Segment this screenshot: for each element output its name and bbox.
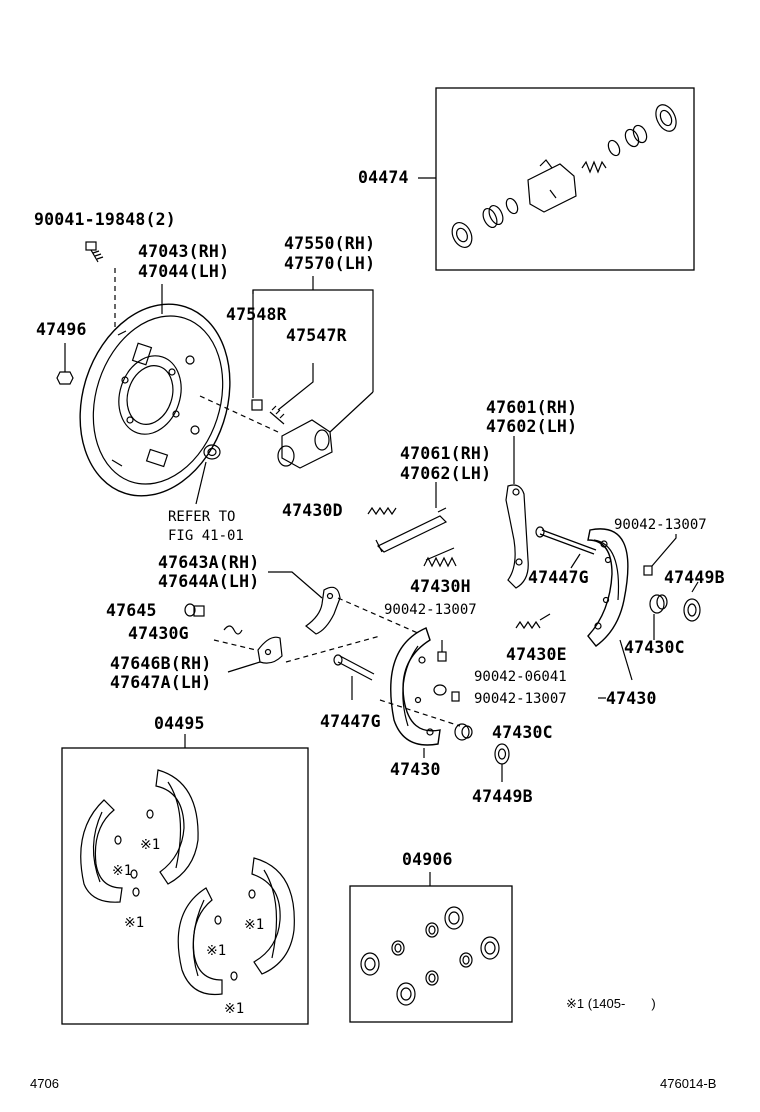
kit-mark: ※1 [244, 917, 265, 933]
label-47570: 47570(LH) [284, 254, 376, 273]
clip-center [437, 640, 447, 662]
clip-90042-13007-lower [451, 691, 460, 702]
dashed-leaders-left [114, 268, 279, 433]
label-47430-left: 47430 [390, 760, 441, 779]
nut-47496 [56, 371, 74, 385]
cup-47430c-left [454, 723, 473, 741]
kit-mark: ※1 [112, 863, 133, 879]
label-90042-b: 90042-13007 [384, 602, 477, 618]
label-47430c-left: 47430C [492, 723, 553, 742]
label-47430c-right: 47430C [624, 638, 685, 657]
label-47449b-right: 47449B [664, 568, 725, 587]
pin-47645 [184, 603, 205, 617]
label-47644a: 47644A(LH) [158, 572, 260, 591]
pin-47447g-right [535, 526, 597, 569]
footnote: ※1 (1405- ) [566, 996, 656, 1011]
spring-47430h [423, 547, 457, 568]
spring-47430g [223, 625, 243, 635]
label-47447g-left: 47447G [320, 712, 381, 731]
label-47430h: 47430H [410, 577, 471, 596]
adjuster-strut [375, 482, 448, 553]
kit-mark: ※1 [206, 943, 227, 959]
kit-mark: ※1 [140, 837, 161, 853]
label-47043: 47043(RH) [138, 242, 230, 261]
label-47061: 47061(RH) [400, 444, 492, 463]
wheel-cylinder-kit-box [418, 87, 695, 271]
label-47602: 47602(LH) [486, 417, 578, 436]
refer-line-2: FIG 41-01 [168, 528, 244, 544]
label-47550: 47550(RH) [284, 234, 376, 253]
label-04906: 04906 [402, 850, 453, 869]
backing-plate [79, 303, 231, 497]
clip-right [643, 534, 677, 576]
bolt-90041 [85, 241, 104, 263]
grommet-refer [195, 444, 221, 505]
label-90042-c: 90042-06041 [474, 669, 567, 685]
label-04495: 04495 [154, 714, 205, 733]
wheel-cylinder-assembly [251, 276, 374, 469]
cup-47430c-right [649, 594, 668, 640]
label-47430-right: 47430 [606, 689, 657, 708]
left-brake-shoe [390, 627, 441, 758]
label-47646b: 47646B(RH) [110, 654, 212, 673]
label-90042-a: 90042-13007 [614, 517, 707, 533]
pin-47447g-left [333, 654, 375, 700]
label-47062: 47062(LH) [400, 464, 492, 483]
ring-47449b-left [494, 743, 510, 782]
label-47547r: 47547R [286, 326, 347, 345]
parking-lever [268, 571, 341, 635]
label-47548r: 47548R [226, 305, 287, 324]
label-47044: 47044(LH) [138, 262, 230, 281]
refer-line-1: REFER TO [168, 509, 236, 525]
lever-47646b [227, 636, 283, 673]
page-number: 4706 [30, 1076, 59, 1091]
label-47496: 47496 [36, 320, 87, 339]
right-brake-shoe [587, 528, 633, 681]
label-47601: 47601(RH) [486, 398, 578, 417]
spring-47430e [515, 613, 551, 630]
label-47645: 47645 [106, 601, 157, 620]
label-47430e: 47430E [506, 645, 567, 664]
adjusting-lever [505, 436, 529, 589]
kit-mark: ※1 [224, 1001, 245, 1017]
washer-90042-06041 [433, 684, 447, 696]
spring-47430d [367, 506, 397, 516]
cup-kit-box [349, 872, 513, 1023]
label-90042-d: 90042-13007 [474, 691, 567, 707]
figure-code: 476014-B [660, 1076, 717, 1091]
kit-mark: ※1 [124, 915, 145, 931]
label-04474: 04474 [358, 168, 409, 187]
label-47430g: 47430G [128, 624, 189, 643]
label-47449b-left: 47449B [472, 787, 533, 806]
label-90041: 90041-19848(2) [34, 210, 176, 229]
label-47643a: 47643A(RH) [158, 553, 260, 572]
label-47447g-right: 47447G [528, 568, 589, 587]
shoe-kit-box [61, 734, 309, 1025]
label-47647a: 47647A(LH) [110, 673, 212, 692]
dashed-leaders-center [213, 597, 461, 727]
label-47430d: 47430D [282, 501, 343, 520]
ring-47449b-right [683, 581, 701, 622]
